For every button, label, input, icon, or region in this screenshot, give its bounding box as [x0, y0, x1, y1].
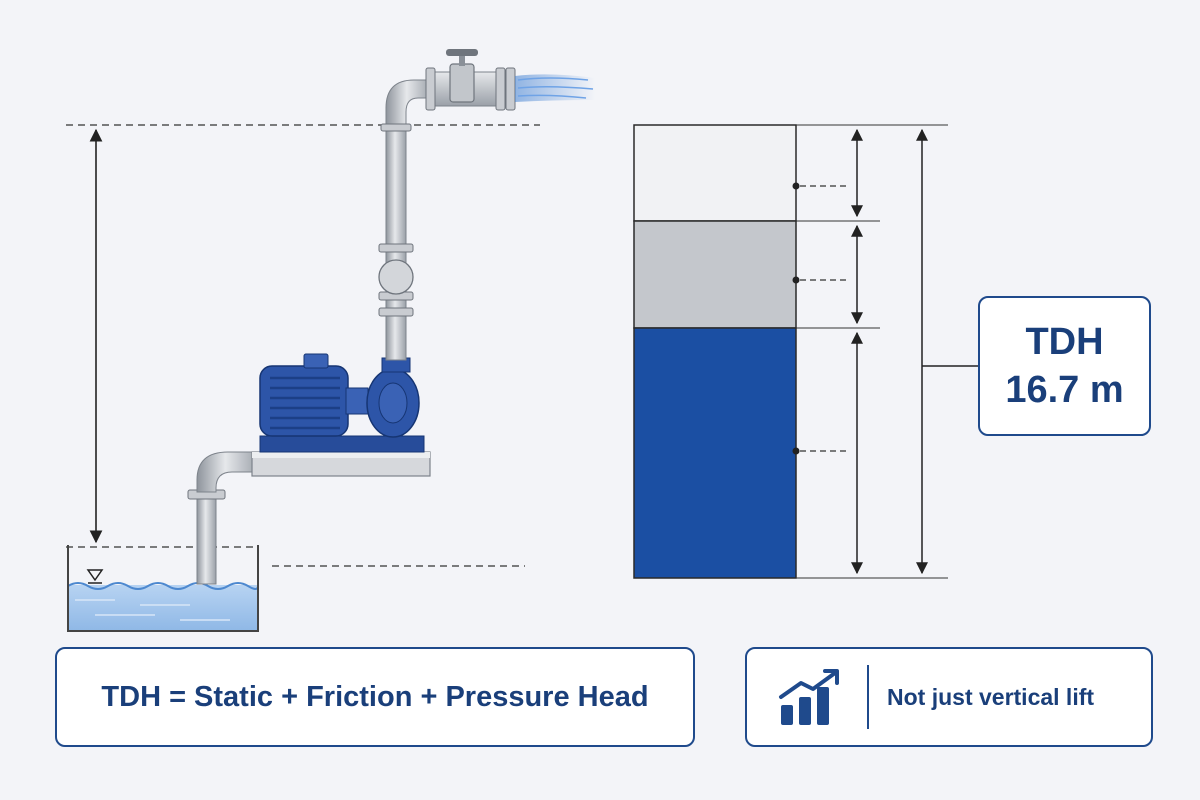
tdh-label: TDH [1025, 321, 1104, 363]
formula-text: TDH = Static + Friction + Pressure Head [101, 680, 649, 713]
note-divider [867, 665, 869, 729]
water-level-symbol [86, 569, 104, 582]
pressure-head-segment [633, 124, 797, 222]
note-box: Not just vertical lift [745, 647, 1153, 747]
segment-dimension-lines [792, 124, 978, 579]
water-spray [515, 74, 595, 102]
pump-motor [259, 353, 420, 438]
static-head-segment [633, 327, 797, 579]
rising-bar-chart-icon [779, 669, 839, 725]
friction-head-segment [633, 220, 797, 329]
head-breakdown-column [633, 124, 797, 579]
static-lift-dimension [66, 124, 540, 567]
formula-box: TDH = Static + Friction + Pressure Head [55, 647, 695, 747]
note-text: Not just vertical lift [887, 683, 1095, 710]
tdh-callout: TDH 16.7 m [978, 296, 1151, 436]
discharge-pipe [378, 49, 516, 361]
water-tank [67, 545, 259, 632]
tdh-value: 16.7 m [1005, 369, 1124, 411]
pump-base [251, 435, 431, 477]
suction-pipe [187, 451, 261, 585]
